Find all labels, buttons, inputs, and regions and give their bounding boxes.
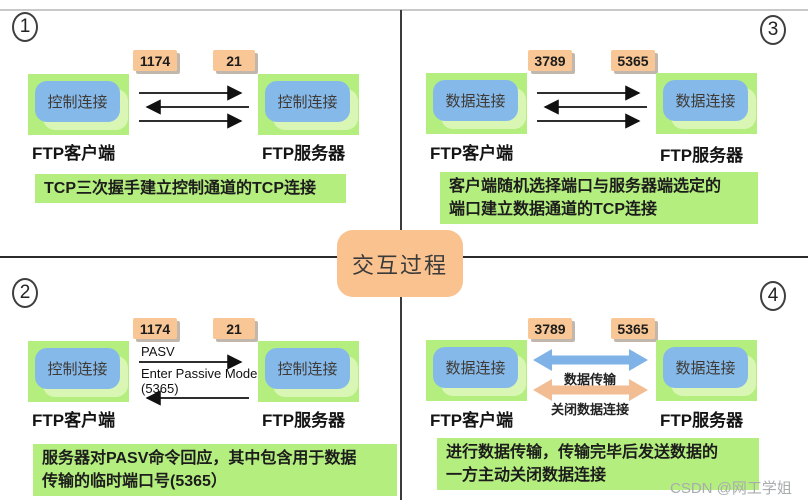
q2-client-connection-box: 控制连接: [35, 348, 120, 389]
q2-passive-port-text: (5365): [141, 381, 179, 396]
step-number-4: 4: [760, 281, 786, 311]
q2-caption-line1: 服务器对PASV命令回应，其中包含用于数据: [42, 450, 357, 467]
q3-server-node: 数据连接: [656, 73, 757, 134]
q2-server-port-badge: 21: [213, 318, 255, 339]
q2-client-port-badge: 1174: [133, 318, 177, 339]
q4-client-port-badge: 3789: [528, 318, 572, 339]
center-title-box: 交互过程: [337, 230, 463, 297]
q3-client-label: FTP客户端: [430, 144, 514, 163]
csdn-watermark: CSDN @网工学姐: [670, 480, 792, 497]
q1-caption-text: TCP三次握手建立控制通道的TCP连接: [44, 180, 317, 197]
q1-client-port-badge: 1174: [133, 50, 177, 71]
q3-caption-line1: 客户端随机选择端口与服务器端选定的: [449, 178, 722, 195]
q1-client-node: 控制连接: [28, 74, 129, 135]
step-number-2: 2: [12, 278, 38, 308]
q2-caption: 服务器对PASV命令回应，其中包含用于数据 传输的临时端口号(5365）: [33, 444, 397, 497]
q1-server-port-badge: 21: [213, 50, 255, 71]
q1-client-label: FTP客户端: [32, 144, 116, 163]
q3-caption: 客户端随机选择端口与服务器端选定的 端口建立数据通道的TCP连接: [440, 172, 758, 225]
q4-client-connection-box: 数据连接: [433, 347, 518, 388]
q4-server-node: 数据连接: [656, 340, 757, 401]
top-divider-line: [0, 9, 808, 11]
q3-client-node: 数据连接: [426, 73, 527, 134]
q3-server-label: FTP服务器: [660, 146, 744, 165]
q2-client-label: FTP客户端: [32, 411, 116, 430]
q2-server-label: FTP服务器: [262, 411, 346, 430]
q1-client-connection-box: 控制连接: [35, 81, 120, 122]
q2-pasv-command-text: PASV: [141, 344, 175, 359]
q3-client-connection-box: 数据连接: [433, 80, 518, 121]
q1-server-label: FTP服务器: [262, 144, 346, 163]
q4-client-node: 数据连接: [426, 340, 527, 401]
q3-server-port-badge: 5365: [611, 50, 655, 71]
q1-server-connection-box: 控制连接: [265, 81, 350, 122]
q2-server-node: 控制连接: [258, 341, 359, 402]
step-number-1: 1: [12, 12, 38, 42]
q3-server-connection-box: 数据连接: [663, 80, 748, 121]
q4-server-port-badge: 5365: [611, 318, 655, 339]
q3-client-port-badge: 3789: [528, 50, 572, 71]
q1-server-node: 控制连接: [258, 74, 359, 135]
q4-client-label: FTP客户端: [430, 411, 514, 430]
q4-close-connection-label: 关闭数据连接: [550, 402, 629, 417]
q4-server-connection-box: 数据连接: [663, 347, 748, 388]
q4-caption: 进行数据传输，传输完毕后发送数据的 一方主动关闭数据连接: [437, 438, 759, 491]
q4-data-transfer-label: 数据传输: [563, 372, 616, 387]
q2-server-connection-box: 控制连接: [265, 348, 350, 389]
q2-caption-line2: 传输的临时端口号(5365）: [42, 473, 227, 491]
q2-client-node: 控制连接: [28, 341, 129, 402]
q4-server-label: FTP服务器: [660, 411, 744, 430]
q4-data-transfer-arrow: [533, 349, 648, 371]
q1-caption: TCP三次握手建立控制通道的TCP连接: [35, 174, 346, 204]
q4-caption-line2: 一方主动关闭数据连接: [446, 467, 607, 485]
q3-caption-line2: 端口建立数据通道的TCP连接: [449, 201, 658, 219]
q4-caption-line1: 进行数据传输，传输完毕后发送数据的: [446, 444, 719, 461]
q2-enter-passive-text: Enter Passive Mode: [141, 366, 258, 381]
step-number-3: 3: [760, 15, 786, 45]
